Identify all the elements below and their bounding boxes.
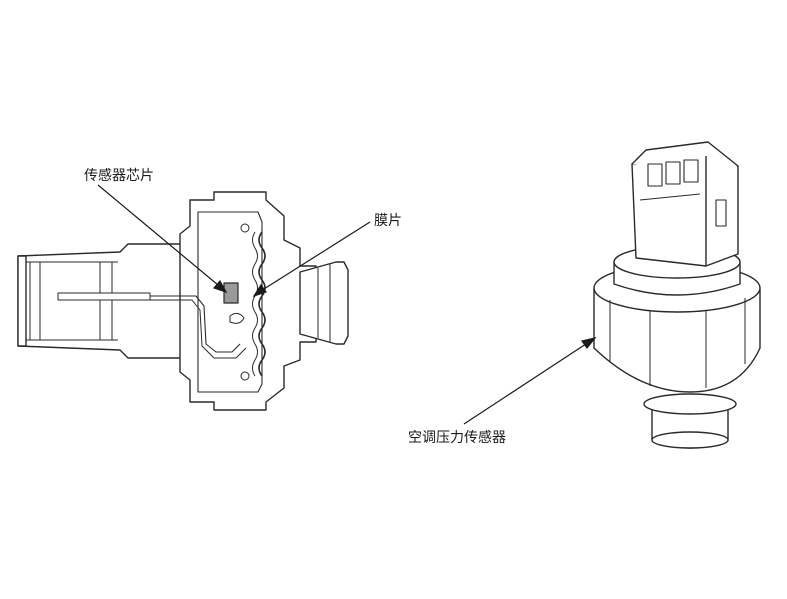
leader-line-membrane	[255, 221, 371, 295]
terminal-pin	[57, 292, 151, 301]
sensor-cross-section	[17, 191, 349, 411]
connector-slot	[647, 163, 663, 187]
label-membrane: 膜片	[374, 213, 402, 229]
label-ac-pressure-sensor: 空调压力传感器	[408, 430, 506, 446]
sensor-hex-body	[593, 287, 761, 393]
cross-section-nozzle	[299, 261, 349, 345]
left-leader-lines	[97, 184, 371, 298]
connector-slot	[665, 161, 681, 185]
arrow-head	[212, 279, 228, 294]
label-sensor-chip: 传感器芯片	[84, 168, 154, 184]
connector-cap	[17, 255, 27, 347]
leader-line-chip	[97, 184, 225, 291]
lead-wire	[150, 295, 241, 353]
sensor-chip	[223, 282, 239, 304]
connector-slot	[683, 159, 699, 183]
arrow-head	[580, 337, 597, 349]
cross-section-connector	[17, 243, 191, 359]
membrane	[258, 231, 266, 377]
leader-line-ac-sensor	[463, 339, 593, 425]
connector-latch	[715, 199, 727, 227]
right-leader-line	[463, 337, 597, 425]
sensor-perspective	[593, 141, 761, 449]
arrow-head	[252, 283, 267, 298]
